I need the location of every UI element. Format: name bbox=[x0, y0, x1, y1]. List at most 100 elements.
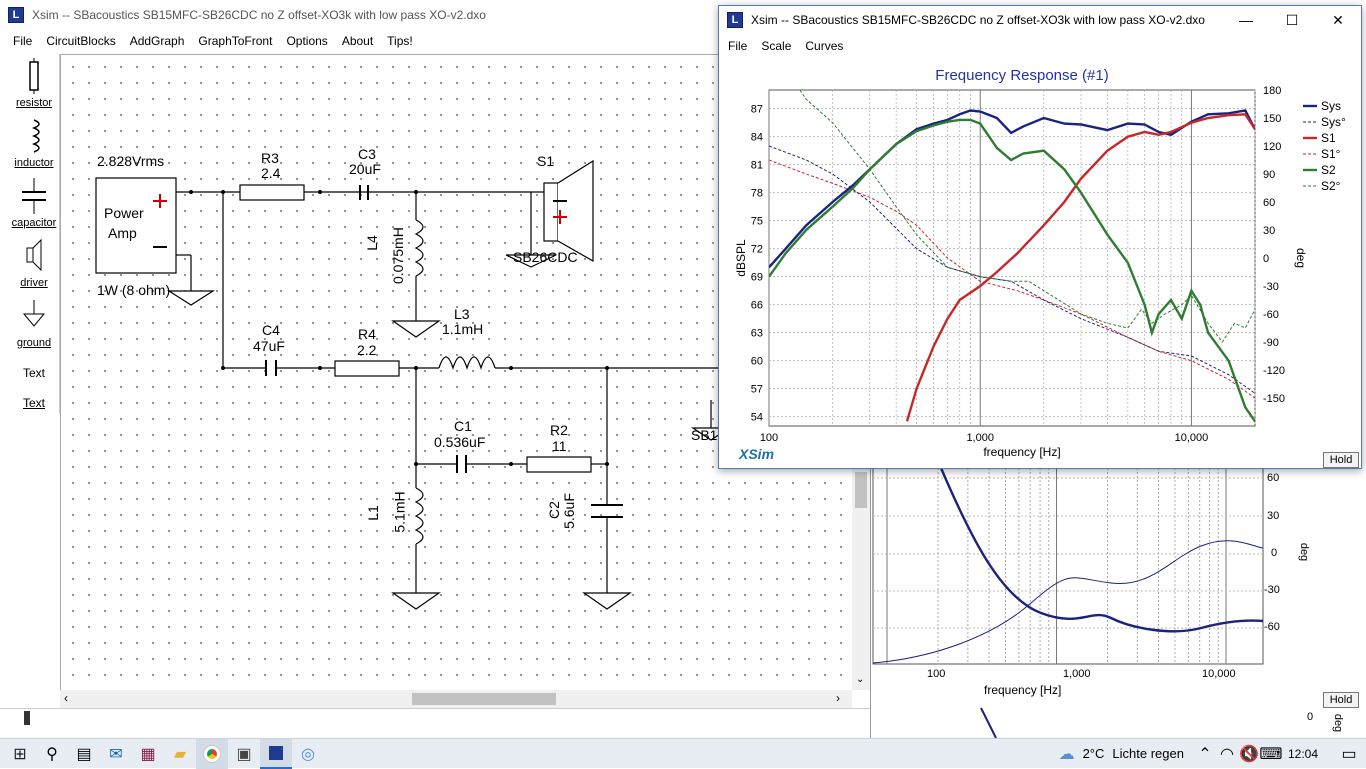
y-axis-label: dBSPL bbox=[734, 239, 748, 277]
vertical-scroll-thumb[interactable] bbox=[855, 472, 867, 508]
palette-text-2[interactable]: Text bbox=[22, 396, 45, 410]
driver-icon bbox=[26, 238, 42, 272]
back-x-tick-1: 1,000 bbox=[1063, 668, 1091, 680]
back-x-tick-0: 100 bbox=[927, 668, 946, 680]
windows-start-icon[interactable]: ⊞ bbox=[13, 745, 27, 763]
back-graph-plot bbox=[871, 467, 1311, 739]
schematic-wiring bbox=[95, 159, 853, 610]
c4-name: C4 bbox=[262, 322, 280, 338]
archive-app-icon[interactable]: ▦ bbox=[140, 745, 156, 763]
mail-app-icon[interactable]: ✉ bbox=[109, 745, 123, 763]
hold-button[interactable]: Hold bbox=[1323, 452, 1359, 468]
menu-options[interactable]: Options bbox=[286, 34, 328, 48]
chrome-icon[interactable] bbox=[196, 738, 228, 769]
palette-ground[interactable]: ground bbox=[10, 298, 58, 349]
freq-menu-file[interactable]: File bbox=[728, 39, 748, 53]
r4-value: 2.2 bbox=[357, 342, 377, 358]
l4-name: L4 bbox=[363, 235, 380, 251]
palette-resistor[interactable]: resistor bbox=[10, 58, 58, 109]
y-tick-label: 84 bbox=[751, 132, 763, 144]
search-icon[interactable]: ⚲ bbox=[46, 745, 58, 763]
close-button[interactable]: ✕ bbox=[1332, 11, 1344, 28]
palette-capacitor[interactable]: capacitor bbox=[10, 178, 58, 229]
back-y-tick-3: -30 bbox=[1264, 584, 1280, 596]
scroll-right-arrow[interactable]: › bbox=[836, 691, 840, 705]
chevron-up-icon[interactable]: ⌃ bbox=[1198, 745, 1212, 763]
horizontal-scroll-thumb[interactable] bbox=[412, 693, 556, 705]
palette-driver[interactable]: driver bbox=[10, 238, 58, 289]
l4-value: 0.075mH bbox=[390, 227, 406, 284]
weather-icon[interactable]: ☁ bbox=[1058, 745, 1075, 763]
menu-about[interactable]: About bbox=[341, 34, 374, 48]
y-right-tick-label: -60 bbox=[1263, 309, 1279, 321]
back-y-tick-0: 60 bbox=[1267, 472, 1280, 484]
maximize-button[interactable]: ☐ bbox=[1285, 11, 1299, 28]
main-titlebar[interactable]: L Xsim -- SBacoustics SB15MFC-SB26CDC no… bbox=[0, 0, 872, 30]
notification-icon[interactable]: ▭ bbox=[1341, 745, 1357, 763]
freq-menu-curves[interactable]: Curves bbox=[805, 39, 844, 53]
menu-file[interactable]: File bbox=[13, 34, 33, 48]
volume-muted-icon[interactable]: 🔇 bbox=[1239, 745, 1259, 763]
y-tick-label: 78 bbox=[751, 188, 763, 200]
horizontal-scrollbar[interactable]: ‹ › bbox=[60, 690, 852, 708]
task-view-icon[interactable]: ▤ bbox=[76, 745, 92, 763]
palette-resistor-label: resistor bbox=[15, 97, 53, 109]
other-app-icon[interactable]: ◎ bbox=[301, 745, 315, 763]
x-tick-label: 1,000 bbox=[966, 432, 994, 444]
y-right-tick-label: 150 bbox=[1263, 113, 1281, 125]
menu-graphtofront[interactable]: GraphToFront bbox=[198, 34, 273, 48]
legend-label: S2 bbox=[1321, 163, 1336, 177]
x-tick-label: 10,000 bbox=[1175, 432, 1209, 444]
y-tick-label: 87 bbox=[751, 104, 763, 116]
menu-addgraph[interactable]: AddGraph bbox=[129, 34, 185, 48]
wifi-icon[interactable]: ◠ bbox=[1219, 745, 1234, 763]
back-hold-button[interactable]: Hold bbox=[1323, 692, 1359, 708]
back-x-tick-2: 10,000 bbox=[1202, 668, 1236, 680]
y-right-tick-label: 120 bbox=[1263, 141, 1281, 153]
windows-taskbar: ⊞ ⚲ ▤ ✉ ▦ ▰ ▣ ◎ ☁ 2°C Lichte regen ⌃ ◠ 🔇… bbox=[0, 738, 1366, 769]
file-explorer-icon[interactable]: ▰ bbox=[173, 745, 187, 763]
amp-power-label: 1W (8 ohm) bbox=[97, 282, 171, 298]
y-tick-label: 69 bbox=[751, 272, 763, 284]
xsim-brand-label: XSim bbox=[739, 446, 775, 462]
amp-label-2: Amp bbox=[108, 225, 137, 241]
minimize-button[interactable]: — bbox=[1239, 12, 1253, 28]
palette-text-1[interactable]: Text bbox=[22, 366, 45, 380]
freq-menu-scale[interactable]: Scale bbox=[761, 39, 792, 53]
back-y-tick-2: 0 bbox=[1271, 547, 1278, 559]
l3-name: L3 bbox=[454, 306, 470, 322]
capacitor-icon bbox=[22, 178, 46, 214]
legend-label: Sys bbox=[1321, 99, 1341, 113]
legend-label: S1° bbox=[1321, 147, 1341, 161]
y-tick-label: 60 bbox=[751, 356, 763, 368]
menu-circuitblocks[interactable]: CircuitBlocks bbox=[46, 34, 116, 48]
menu-tips[interactable]: Tips! bbox=[387, 34, 413, 48]
x-axis-label: frequency [Hz] bbox=[983, 445, 1060, 459]
back-plot-area bbox=[872, 467, 1264, 665]
scroll-left-arrow[interactable]: ‹ bbox=[64, 691, 68, 705]
x-tick-label: 100 bbox=[760, 432, 778, 444]
y-right-tick-label: 180 bbox=[1263, 85, 1281, 97]
back-lower-curve bbox=[980, 707, 997, 739]
back-y-tick-4: -60 bbox=[1264, 621, 1280, 633]
palette-inductor[interactable]: inductor bbox=[10, 118, 58, 169]
xsim-taskbar-icon[interactable] bbox=[260, 738, 292, 769]
legend-label: S1 bbox=[1321, 131, 1336, 145]
y-right-tick-label: 0 bbox=[1263, 253, 1269, 265]
calculator-icon[interactable]: ▣ bbox=[236, 745, 252, 763]
freq-titlebar[interactable]: L Xsim -- SBacoustics SB15MFC-SB26CDC no… bbox=[719, 6, 1361, 34]
weather-temperature[interactable]: 2°C bbox=[1082, 746, 1105, 761]
weather-description[interactable]: Lichte regen bbox=[1112, 746, 1184, 761]
chart-title: Frequency Response (#1) bbox=[935, 67, 1108, 84]
clock[interactable]: 12:04 bbox=[1287, 746, 1318, 761]
series-group bbox=[769, 90, 1255, 422]
keyboard-icon[interactable]: ⌨ bbox=[1259, 745, 1283, 763]
c3-name: C3 bbox=[358, 146, 376, 162]
y-right-tick-label: -30 bbox=[1263, 281, 1279, 293]
series-line-sys-phase bbox=[769, 145, 1255, 394]
back-bottom-ylabel: deg bbox=[1332, 713, 1345, 733]
scroll-down-arrow[interactable]: ⌄ bbox=[856, 674, 865, 685]
r2-name: R2 bbox=[550, 422, 568, 438]
xsim-app-icon: L bbox=[727, 12, 743, 28]
